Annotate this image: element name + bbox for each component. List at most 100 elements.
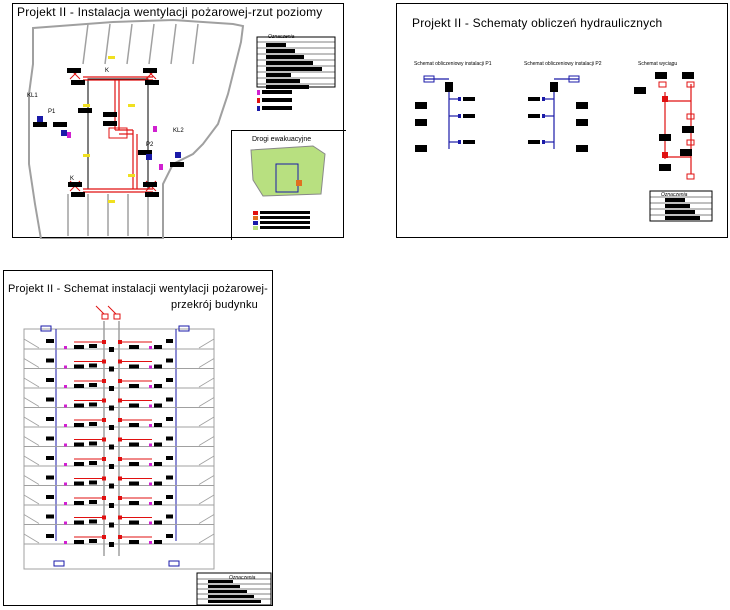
annotation-tag: [71, 192, 85, 197]
annotation-tag: [129, 345, 139, 349]
annotation-tag: [166, 436, 173, 441]
annotation-tag: [659, 134, 671, 141]
annotation-tag: [129, 384, 139, 388]
roof-fan: [40, 325, 52, 332]
annotation-tag: [682, 72, 694, 79]
facade-line: [23, 338, 40, 349]
fire-damper-exhaust: [118, 515, 122, 520]
fire-damper: [64, 541, 67, 544]
annotation-tag: [634, 87, 646, 94]
annotation-tag: [166, 378, 173, 382]
facade-line: [23, 475, 40, 485]
annotation-tag: [166, 475, 173, 480]
fire-damper-exhaust: [102, 457, 106, 461]
fire-damper-exhaust: [102, 437, 106, 442]
label-p2: P2: [146, 142, 154, 148]
facade-line: [23, 416, 40, 427]
annotation-tag: [166, 456, 173, 460]
exhaust-fan: [662, 96, 668, 102]
ground-fan: [53, 560, 65, 567]
evacuation-plan: [250, 145, 326, 197]
fire-damper-exhaust: [102, 359, 106, 364]
evacuation-inset: Drogi ewakuacyjne: [231, 130, 346, 240]
fire-damper-exhaust: [118, 535, 122, 539]
annotation-tag: [154, 423, 162, 427]
label-k-bottom: K: [70, 176, 75, 182]
section-title-line1: Projekt II - Schemat instalacji wentylac…: [8, 283, 269, 295]
fire-damper: [64, 385, 67, 388]
annotation-tag: [463, 114, 475, 118]
annotation-tag: [154, 520, 162, 525]
fire-damper: [149, 365, 152, 369]
supply-grille: [458, 114, 461, 118]
annotation-tag: [89, 519, 97, 524]
legend-swatch: [257, 98, 260, 103]
annotation-tag: [109, 542, 114, 547]
fire-damper: [64, 424, 67, 427]
annotation-tag: [138, 150, 152, 155]
hydraulic-panel: Projekt II - Schematy obliczeń hydraulic…: [396, 3, 728, 238]
annotation-tag: [89, 461, 97, 465]
annotation-tag: [46, 358, 54, 363]
annotation-tag: [415, 119, 427, 126]
partition-wall: [82, 23, 89, 65]
annotation-tag: [109, 366, 114, 372]
label-kl1: KL1: [27, 93, 38, 99]
fan-box: [108, 127, 128, 139]
annotation-tag: [46, 475, 54, 480]
annotation-tag: [166, 514, 173, 519]
annotation-tag: [154, 364, 162, 369]
legend-text: [665, 216, 700, 220]
fire-damper: [64, 482, 67, 486]
exhaust-fan: [662, 152, 668, 158]
fire-damper-exhaust: [118, 379, 122, 383]
legend-text: [208, 590, 247, 593]
annotation-tag: [103, 112, 117, 117]
annotation-tag: [53, 122, 67, 127]
annotation-tag: [129, 520, 139, 525]
supply-grille: [542, 97, 545, 101]
annotation-tag: [109, 483, 114, 489]
inset-legend-text: [260, 211, 310, 214]
inset-legend-text: [260, 216, 310, 219]
facade-line: [23, 455, 40, 466]
roof-fan: [178, 325, 190, 332]
annotation-tag: [166, 397, 173, 402]
annotation-tag: [89, 402, 97, 407]
supply-fan: [568, 75, 580, 83]
annotation-tag: [89, 480, 97, 485]
legend-swatch: [257, 90, 260, 95]
annotation-tag: [129, 501, 139, 505]
annotation-tag: [154, 462, 162, 466]
dimension-mark: [83, 104, 90, 107]
dimension-mark: [128, 104, 135, 107]
annotation-tag: [109, 464, 114, 469]
annotation-tag: [46, 339, 54, 343]
legend-text: [266, 67, 322, 71]
annotation-tag: [528, 114, 540, 118]
exhaust-grille: [686, 139, 695, 146]
legend-text: [665, 204, 690, 208]
supply-fan: [175, 152, 181, 158]
facade-line: [198, 475, 215, 485]
fire-damper: [149, 502, 152, 505]
facade-line: [23, 514, 40, 524]
stair-area: [296, 180, 302, 186]
supply-fan: [146, 154, 152, 160]
annotation-tag: [89, 441, 97, 446]
annotation-tag: [74, 501, 84, 505]
evacuation-title: Drogi ewakuacyjne: [252, 136, 312, 143]
exhaust-grille: [686, 81, 695, 88]
dimension-mark: [128, 174, 135, 177]
annotation-tag: [154, 403, 162, 408]
inset-legend-swatch: [253, 211, 258, 215]
annotation-tag: [46, 514, 54, 519]
fire-damper: [64, 346, 67, 349]
annotation-tag: [33, 122, 47, 127]
facade-line: [198, 397, 215, 407]
annotation-tag: [71, 80, 85, 85]
dimension-mark: [83, 154, 90, 157]
legend-text: [262, 90, 292, 94]
fire-damper: [159, 164, 163, 170]
annotation-tag: [46, 378, 54, 382]
